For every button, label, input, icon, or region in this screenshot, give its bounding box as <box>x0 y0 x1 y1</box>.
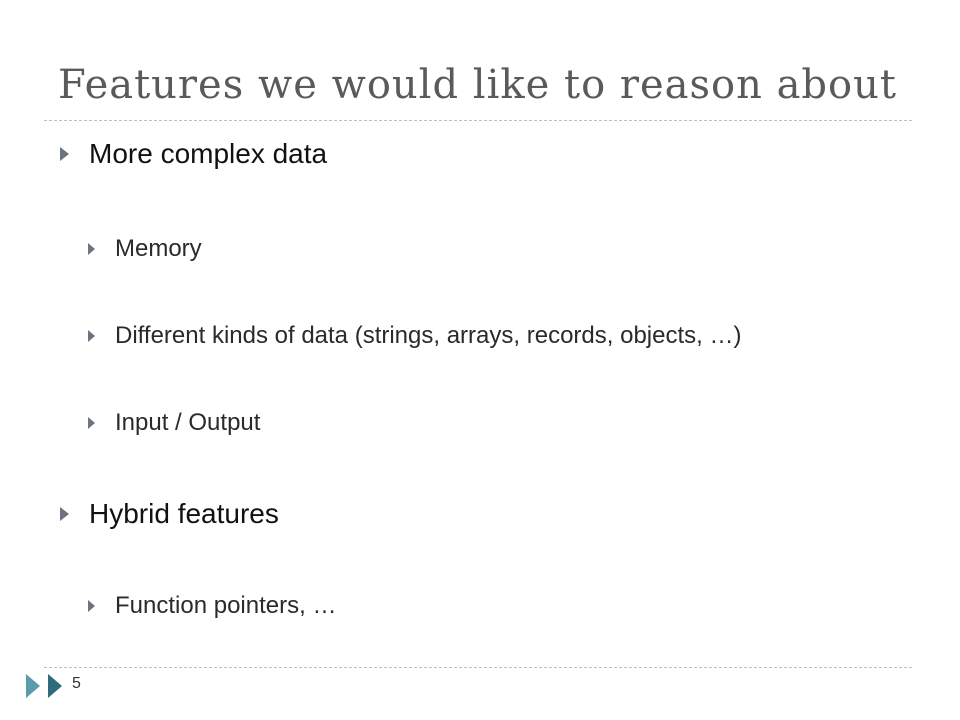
triangle-right-icon <box>88 600 95 612</box>
bullet-item-function-pointers: Function pointers, … <box>88 592 336 620</box>
bullet-text: More complex data <box>89 138 328 169</box>
slide-footer-arrows-icon <box>26 674 40 698</box>
triangle-right-icon <box>60 507 69 521</box>
triangle-right-icon <box>60 147 69 161</box>
page-number: 5 <box>72 675 81 692</box>
slide-footer-arrows-icon <box>48 674 62 698</box>
bullet-text: Memory <box>115 235 202 262</box>
bullet-item-data-kinds: Different kinds of data (strings, arrays… <box>88 322 741 350</box>
bullet-item-hybrid-features: Hybrid features <box>60 498 279 530</box>
bullet-text: Function pointers, … <box>115 592 337 619</box>
bullet-text: Input / Output <box>115 409 261 436</box>
bullet-item-more-complex-data: More complex data <box>60 138 327 170</box>
triangle-right-icon <box>88 417 95 429</box>
triangle-right-icon <box>88 243 95 255</box>
bullet-text: Different kinds of data (strings, arrays… <box>115 322 742 349</box>
triangle-right-icon <box>88 330 95 342</box>
slide-title: Features we would like to reason about <box>58 62 897 108</box>
footer-divider <box>44 667 912 668</box>
title-divider <box>44 120 912 121</box>
bullet-item-input-output: Input / Output <box>88 409 260 437</box>
bullet-item-memory: Memory <box>88 235 202 263</box>
bullet-text: Hybrid features <box>89 498 279 529</box>
